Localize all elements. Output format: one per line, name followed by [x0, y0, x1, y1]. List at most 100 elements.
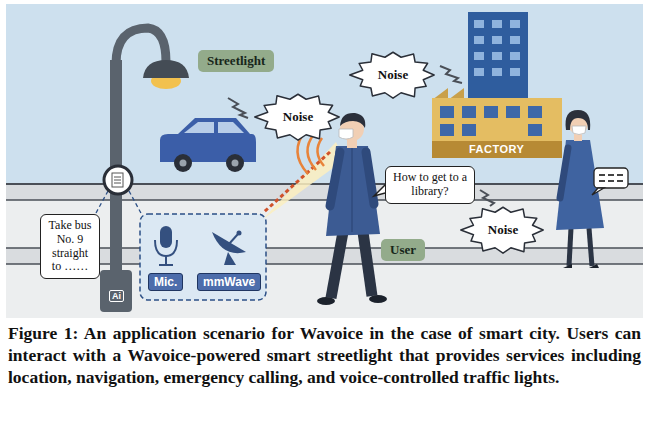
magnifier: [114, 183, 121, 184]
sound-beam: [262, 142, 344, 220]
factory-building: [474, 36, 484, 44]
user-figure: [339, 129, 353, 139]
radar-dish-icon: [229, 234, 238, 244]
background: [6, 199, 643, 201]
microphone-icon: [159, 264, 173, 266]
typing-bubble: [594, 168, 628, 188]
user-figure: [363, 232, 372, 296]
typing-bubble: [592, 188, 604, 195]
sound-wave: [317, 138, 324, 166]
factory-building: [440, 106, 454, 118]
sensor-panel: [140, 214, 266, 300]
sensor-panel: [140, 214, 266, 300]
factory-building: [440, 124, 454, 136]
factory-building: [528, 106, 542, 118]
factory-building: [474, 20, 484, 28]
node-text: How to get to a library?: [391, 171, 469, 199]
background: [6, 247, 643, 249]
typing-bubble: [608, 174, 614, 176]
factory-building: [474, 20, 520, 76]
user-figure: [369, 295, 387, 303]
car: [180, 160, 187, 167]
user-figure: [330, 152, 340, 206]
radar-dish-icon: [224, 252, 236, 265]
typing-bubble: [592, 168, 628, 195]
magnifier: [104, 166, 132, 194]
building-sign: FACTORY: [469, 143, 524, 155]
magnifier: [112, 173, 123, 187]
typing-bubble: [617, 174, 623, 176]
background: [6, 184, 643, 200]
streetlight-pole: [143, 60, 189, 78]
background: [6, 263, 643, 265]
microphone-icon: [155, 226, 177, 265]
speech-bubble: How to get to a library?: [385, 166, 475, 204]
node-text: User: [390, 242, 416, 258]
node-text: Take bus No. 9 straight to ……: [46, 219, 94, 274]
magnifier-link: [129, 191, 142, 215]
sensor-label: mmWave: [197, 273, 261, 291]
noise-bolt: [228, 98, 248, 118]
noise-bolt: [480, 190, 494, 206]
factory-building: [432, 141, 562, 158]
noise-bolt: [440, 66, 462, 83]
pedestrian-figure: [563, 264, 572, 268]
sound-wave: [307, 134, 316, 170]
pedestrian-figure: [556, 110, 604, 268]
typing-bubble: [599, 175, 623, 181]
factory-building: [462, 106, 476, 118]
magnifier: [114, 177, 121, 178]
factory-building: [510, 36, 520, 44]
node-text: mmWave: [203, 275, 255, 289]
factory-building: [510, 68, 520, 76]
background: [6, 248, 643, 264]
node-text: Noise: [488, 222, 518, 238]
car: [160, 118, 256, 162]
factory-building: [484, 106, 498, 118]
user-figure: [317, 297, 335, 305]
radar-dish-icon: [212, 232, 246, 253]
factory-building: [474, 68, 484, 76]
background: [6, 200, 643, 248]
user-figure: [326, 146, 380, 236]
factory-building: [474, 52, 484, 60]
factory-building: [510, 52, 520, 60]
factory-building: [510, 20, 520, 28]
factory-building: [492, 68, 502, 76]
radar-dish-icon: [237, 231, 242, 236]
factory-building: [492, 52, 502, 60]
radar-dish-icon: [212, 231, 246, 266]
background: [6, 183, 643, 185]
car: [218, 122, 244, 133]
typing-bubble: [608, 180, 614, 182]
sound-beam: [262, 142, 344, 220]
factory-building: [528, 124, 542, 136]
car: [232, 160, 239, 167]
factory-building: [462, 124, 476, 136]
car: [174, 154, 192, 172]
user-label: User: [381, 239, 425, 261]
factory-building: [432, 12, 562, 158]
noise-burst: Noise: [256, 92, 340, 142]
magnifier: [114, 180, 121, 181]
microphone-icon: [165, 256, 167, 264]
node-text: Mic.: [154, 275, 177, 289]
noise-burst: Noise: [462, 205, 544, 255]
typing-bubble: [617, 180, 623, 182]
factory-building: [440, 106, 542, 136]
burst-shape: [255, 94, 339, 140]
noise-burst: Noise: [351, 50, 435, 100]
pedestrian-figure: [589, 264, 599, 268]
user-figure: [340, 113, 365, 128]
factory-building: [492, 36, 502, 44]
magnifier: [104, 166, 132, 194]
node-text: Noise: [378, 67, 408, 83]
burst-shape: [350, 52, 434, 98]
car: [226, 154, 244, 172]
pedestrian-figure: [572, 126, 586, 135]
sensor-label: Mic.: [148, 273, 183, 291]
factory-building: [506, 106, 520, 118]
pedestrian-figure: [560, 148, 568, 198]
microphone-icon: [160, 226, 172, 248]
sound-wave: [264, 130, 330, 212]
